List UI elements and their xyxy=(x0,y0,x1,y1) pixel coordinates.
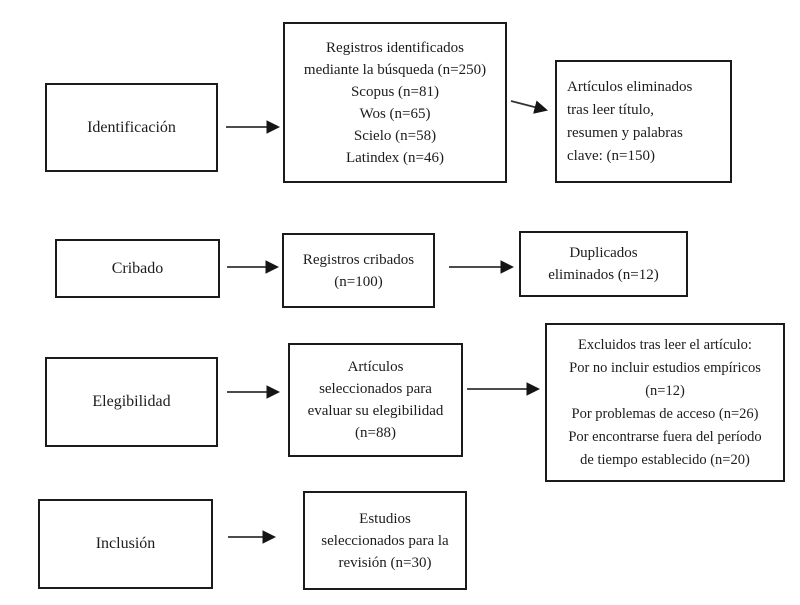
box-excluidos-tras-leer: Excluidos tras leer el artículo: Por no … xyxy=(545,323,785,482)
box-estudios-seleccionados: Estudios seleccionados para la revisión … xyxy=(303,491,467,590)
box-registros-cribados: Registros cribados (n=100) xyxy=(282,233,435,308)
stage-box-identificacion: Identificación xyxy=(45,83,218,172)
box-registros-identificados: Registros identificados mediante la búsq… xyxy=(283,22,507,183)
box-duplicados-eliminados: Duplicados eliminados (n=12) xyxy=(519,231,688,297)
arrow-main1-to-side1 xyxy=(510,100,548,114)
stage-box-elegibilidad: Elegibilidad xyxy=(45,357,218,447)
box-articulos-seleccionados: Artículos seleccionados para evaluar su … xyxy=(288,343,463,457)
stage-box-cribado: Cribado xyxy=(55,239,220,298)
stage-box-inclusion: Inclusión xyxy=(38,499,213,589)
box-articulos-eliminados: Artículos eliminados tras leer título, r… xyxy=(555,60,732,183)
